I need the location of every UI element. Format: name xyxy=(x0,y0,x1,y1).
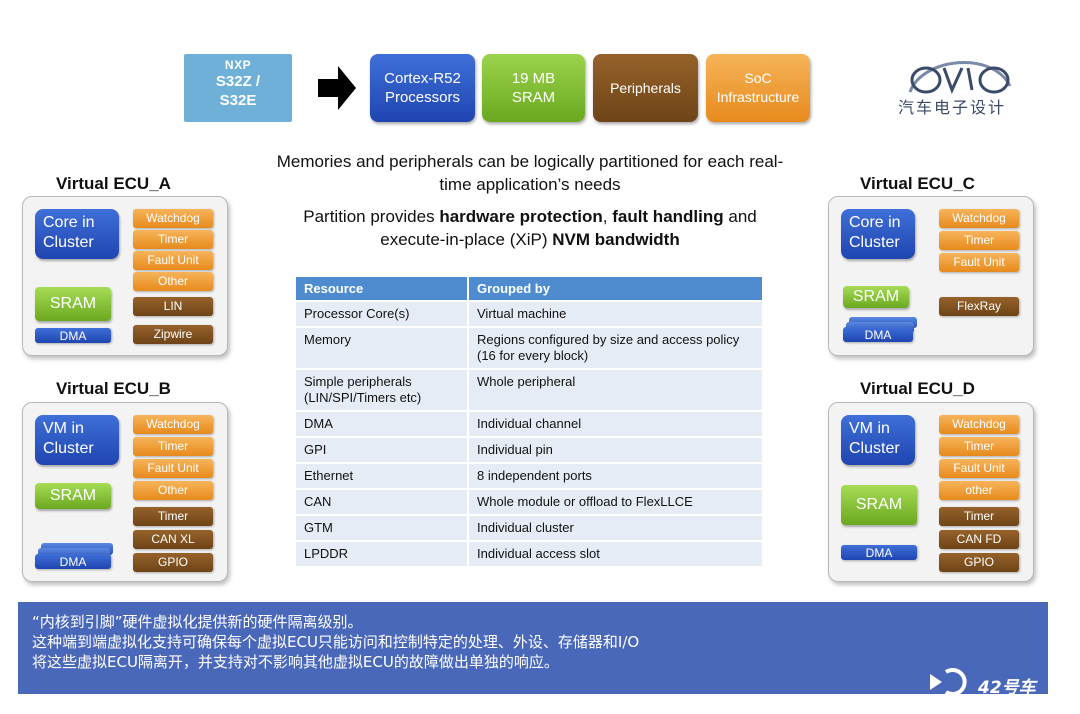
chinese-summary-banner: “内核到引脚”硬件虚拟化提供新的硬件隔离级别。 这种端到端虚拟化支持可确保每个虚… xyxy=(18,602,1048,694)
ecu-c-sram: SRAM xyxy=(843,286,909,308)
column-header: Grouped by xyxy=(467,277,762,301)
ecu-d-panel: VM in Cluster SRAM DMA Watchdog Timer Fa… xyxy=(828,402,1034,582)
table-cell: DMA xyxy=(296,410,468,437)
ecu-a-other: Other xyxy=(133,272,213,291)
column-header: Resource xyxy=(296,277,468,301)
ecu-b-title: Virtual ECU_B xyxy=(56,379,171,398)
car-logo-icon xyxy=(908,61,1012,94)
ecu-d-dma: DMA xyxy=(841,545,917,560)
table-cell: Whole module or offload to FlexLLCE xyxy=(467,488,762,515)
nxp-logo: NXP xyxy=(224,58,252,72)
ecu-c-panel: Core in Cluster SRAM DMA Watchdog Timer … xyxy=(828,196,1034,356)
ecu-c-watchdog: Watchdog xyxy=(939,209,1019,228)
ecu-a-timer: Timer xyxy=(133,230,213,249)
ecu-c-core: Core in Cluster xyxy=(841,209,915,259)
ecu-a-panel: Core in Cluster SRAM DMA Watchdog Timer … xyxy=(22,196,228,356)
table-header-row: Resource Grouped by xyxy=(296,277,762,301)
table-cell: Ethernet xyxy=(296,462,468,489)
ecu-a-core: Core in Cluster xyxy=(35,209,119,259)
ecu-d-gpio: GPIO xyxy=(939,553,1019,572)
ecu-c-dma: DMA xyxy=(843,327,913,342)
ecu-d-other: other xyxy=(939,481,1019,500)
table-cell: Processor Core(s) xyxy=(296,300,468,327)
ecu-a-fault-unit: Fault Unit xyxy=(133,251,213,270)
ecu-b-watchdog: Watchdog xyxy=(133,415,213,434)
ecu-b-dma: DMA xyxy=(35,554,111,569)
brand-name: 汽车电子设计 xyxy=(898,98,1007,117)
ecu-d-timer-2: Timer xyxy=(939,507,1019,526)
table-cell: LPDDR xyxy=(296,540,468,566)
ecu-c-fault-unit: Fault Unit xyxy=(939,253,1019,272)
table-cell: Memory xyxy=(296,326,468,369)
ecu-d-sram: SRAM xyxy=(841,485,917,525)
ecu-a-dma: DMA xyxy=(35,328,111,343)
sram-block: 19 MB SRAM xyxy=(482,54,585,122)
table-cell: Individual pin xyxy=(467,436,762,463)
ecu-a-watchdog: Watchdog xyxy=(133,209,213,228)
ecu-d-watchdog: Watchdog xyxy=(939,415,1019,434)
watermark-text: 42号车 xyxy=(978,678,1036,698)
ecu-c-flexray: FlexRay xyxy=(939,297,1019,316)
ecu-a-lin: LIN xyxy=(133,297,213,316)
table-cell: GTM xyxy=(296,514,468,541)
table-cell: GPI xyxy=(296,436,468,463)
description-line-2: Partition provides hardware protection, … xyxy=(303,207,757,249)
table-row: Processor Core(s)Virtual machine xyxy=(296,300,762,327)
ecu-b-sram: SRAM xyxy=(35,483,111,509)
peripherals-block: Peripherals xyxy=(593,54,698,122)
table-cell: Simple peripherals (LIN/SPI/Timers etc) xyxy=(296,368,468,411)
ecu-d-title: Virtual ECU_D xyxy=(860,379,975,398)
chip-box: NXP S32Z / S32E xyxy=(184,54,292,122)
ecu-d-fault-unit: Fault Unit xyxy=(939,459,1019,478)
right-arrow-icon xyxy=(318,66,356,110)
chip-name: S32Z / S32E xyxy=(215,73,261,109)
ecu-a-title: Virtual ECU_A xyxy=(56,174,171,193)
ecu-c-timer: Timer xyxy=(939,231,1019,250)
ecu-a-zipwire: Zipwire xyxy=(133,325,213,344)
ecu-b-core: VM in Cluster xyxy=(35,415,119,465)
cortex-r52-block: Cortex-R52 Processors xyxy=(370,54,475,122)
ecu-b-timer-2: Timer xyxy=(133,507,213,526)
table-cell: Regions configured by size and access po… xyxy=(467,326,762,369)
ecu-d-timer: Timer xyxy=(939,437,1019,456)
ecu-b-other: Other xyxy=(133,481,213,500)
ecu-b-timer: Timer xyxy=(133,437,213,456)
table-row: Simple peripherals (LIN/SPI/Timers etc)W… xyxy=(296,368,762,411)
table-cell: Virtual machine xyxy=(467,300,762,327)
table-cell: Whole peripheral xyxy=(467,368,762,411)
table-cell: 8 independent ports xyxy=(467,462,762,489)
ecu-b-panel: VM in Cluster SRAM DMA Watchdog Timer Fa… xyxy=(22,402,228,582)
watermark-logo-icon xyxy=(930,668,967,696)
ecu-b-gpio: GPIO xyxy=(133,553,213,572)
ecu-d-core: VM in Cluster xyxy=(841,415,915,465)
partition-table: Resource Grouped by Processor Core(s)Vir… xyxy=(296,277,762,566)
ecu-b-fault-unit: Fault Unit xyxy=(133,459,213,478)
table-cell: Individual cluster xyxy=(467,514,762,541)
ecu-b-can-xl: CAN XL xyxy=(133,530,213,549)
table-cell: CAN xyxy=(296,488,468,515)
ecu-a-sram: SRAM xyxy=(35,287,111,321)
description-line-1: Memories and peripherals can be logicall… xyxy=(276,152,784,194)
table-cell: Individual access slot xyxy=(467,540,762,566)
table-cell: Individual channel xyxy=(467,410,762,437)
banner-line-3: 将这些虚拟ECU隔离开，并支持对不影响其他虚拟ECU的故障做出单独的响应。 xyxy=(32,653,559,671)
ecu-c-title: Virtual ECU_C xyxy=(860,174,975,193)
banner-line-1: “内核到引脚”硬件虚拟化提供新的硬件隔离级别。 xyxy=(32,613,363,631)
banner-line-2: 这种端到端虚拟化支持可确保每个虚拟ECU只能访问和控制特定的处理、外设、存储器和… xyxy=(32,633,640,651)
ecu-d-can-fd: CAN FD xyxy=(939,530,1019,549)
soc-infrastructure-block: SoC Infrastructure xyxy=(706,54,810,122)
